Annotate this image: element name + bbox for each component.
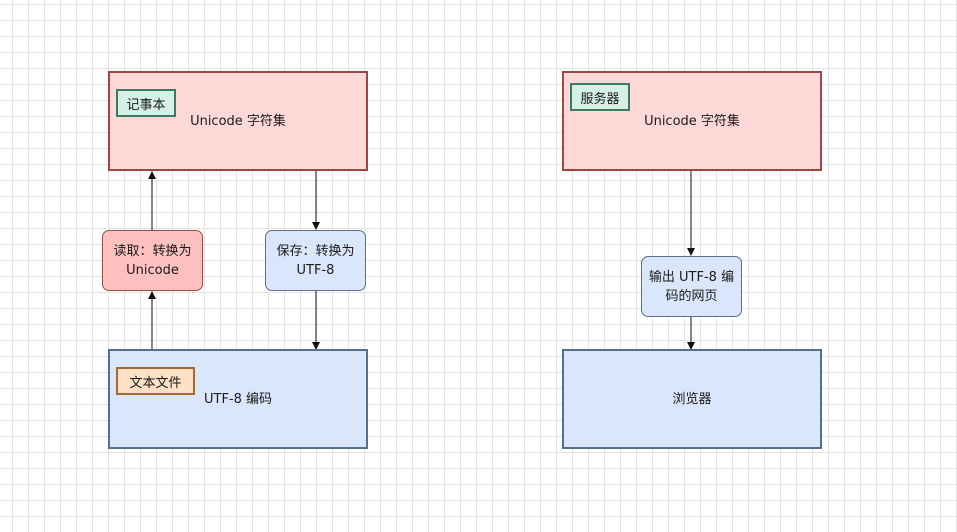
text-file-box[interactable]: UTF-8 编码 <box>108 349 368 449</box>
save-convert-line1: 保存：转换为 <box>276 243 355 259</box>
output-page-box[interactable]: 输出 UTF-8 编 码的网页 <box>641 256 742 317</box>
output-page-label: 输出 UTF-8 编 码的网页 <box>649 268 734 306</box>
save-convert-label: 保存：转换为 UTF-8 <box>276 242 354 280</box>
save-convert-line2: UTF-8 <box>296 262 335 278</box>
read-convert-box[interactable]: 读取：转换为 Unicode <box>102 230 203 291</box>
notepad-tag-label: 记事本 <box>126 97 166 113</box>
browser-label: 浏览器 <box>672 391 712 407</box>
notepad-unicode-label: Unicode 字符集 <box>190 113 286 129</box>
notepad-unicode-box[interactable]: Unicode 字符集 <box>108 71 368 171</box>
text-file-tag: 文本文件 <box>116 367 195 395</box>
browser-box[interactable]: 浏览器 <box>562 349 822 449</box>
read-convert-line1: 读取：转换为 <box>113 243 192 259</box>
output-page-line2: 码的网页 <box>665 288 718 304</box>
read-convert-line2: Unicode <box>126 262 179 278</box>
server-tag-label: 服务器 <box>580 91 620 107</box>
notepad-tag: 记事本 <box>116 89 176 117</box>
server-tag: 服务器 <box>570 83 630 111</box>
server-unicode-label: Unicode 字符集 <box>644 113 740 129</box>
text-file-label: UTF-8 编码 <box>203 391 273 407</box>
output-page-line1: 输出 UTF-8 编 <box>648 269 735 285</box>
save-convert-box[interactable]: 保存：转换为 UTF-8 <box>265 230 366 291</box>
read-convert-label: 读取：转换为 Unicode <box>113 242 191 280</box>
text-file-tag-label: 文本文件 <box>129 375 182 391</box>
